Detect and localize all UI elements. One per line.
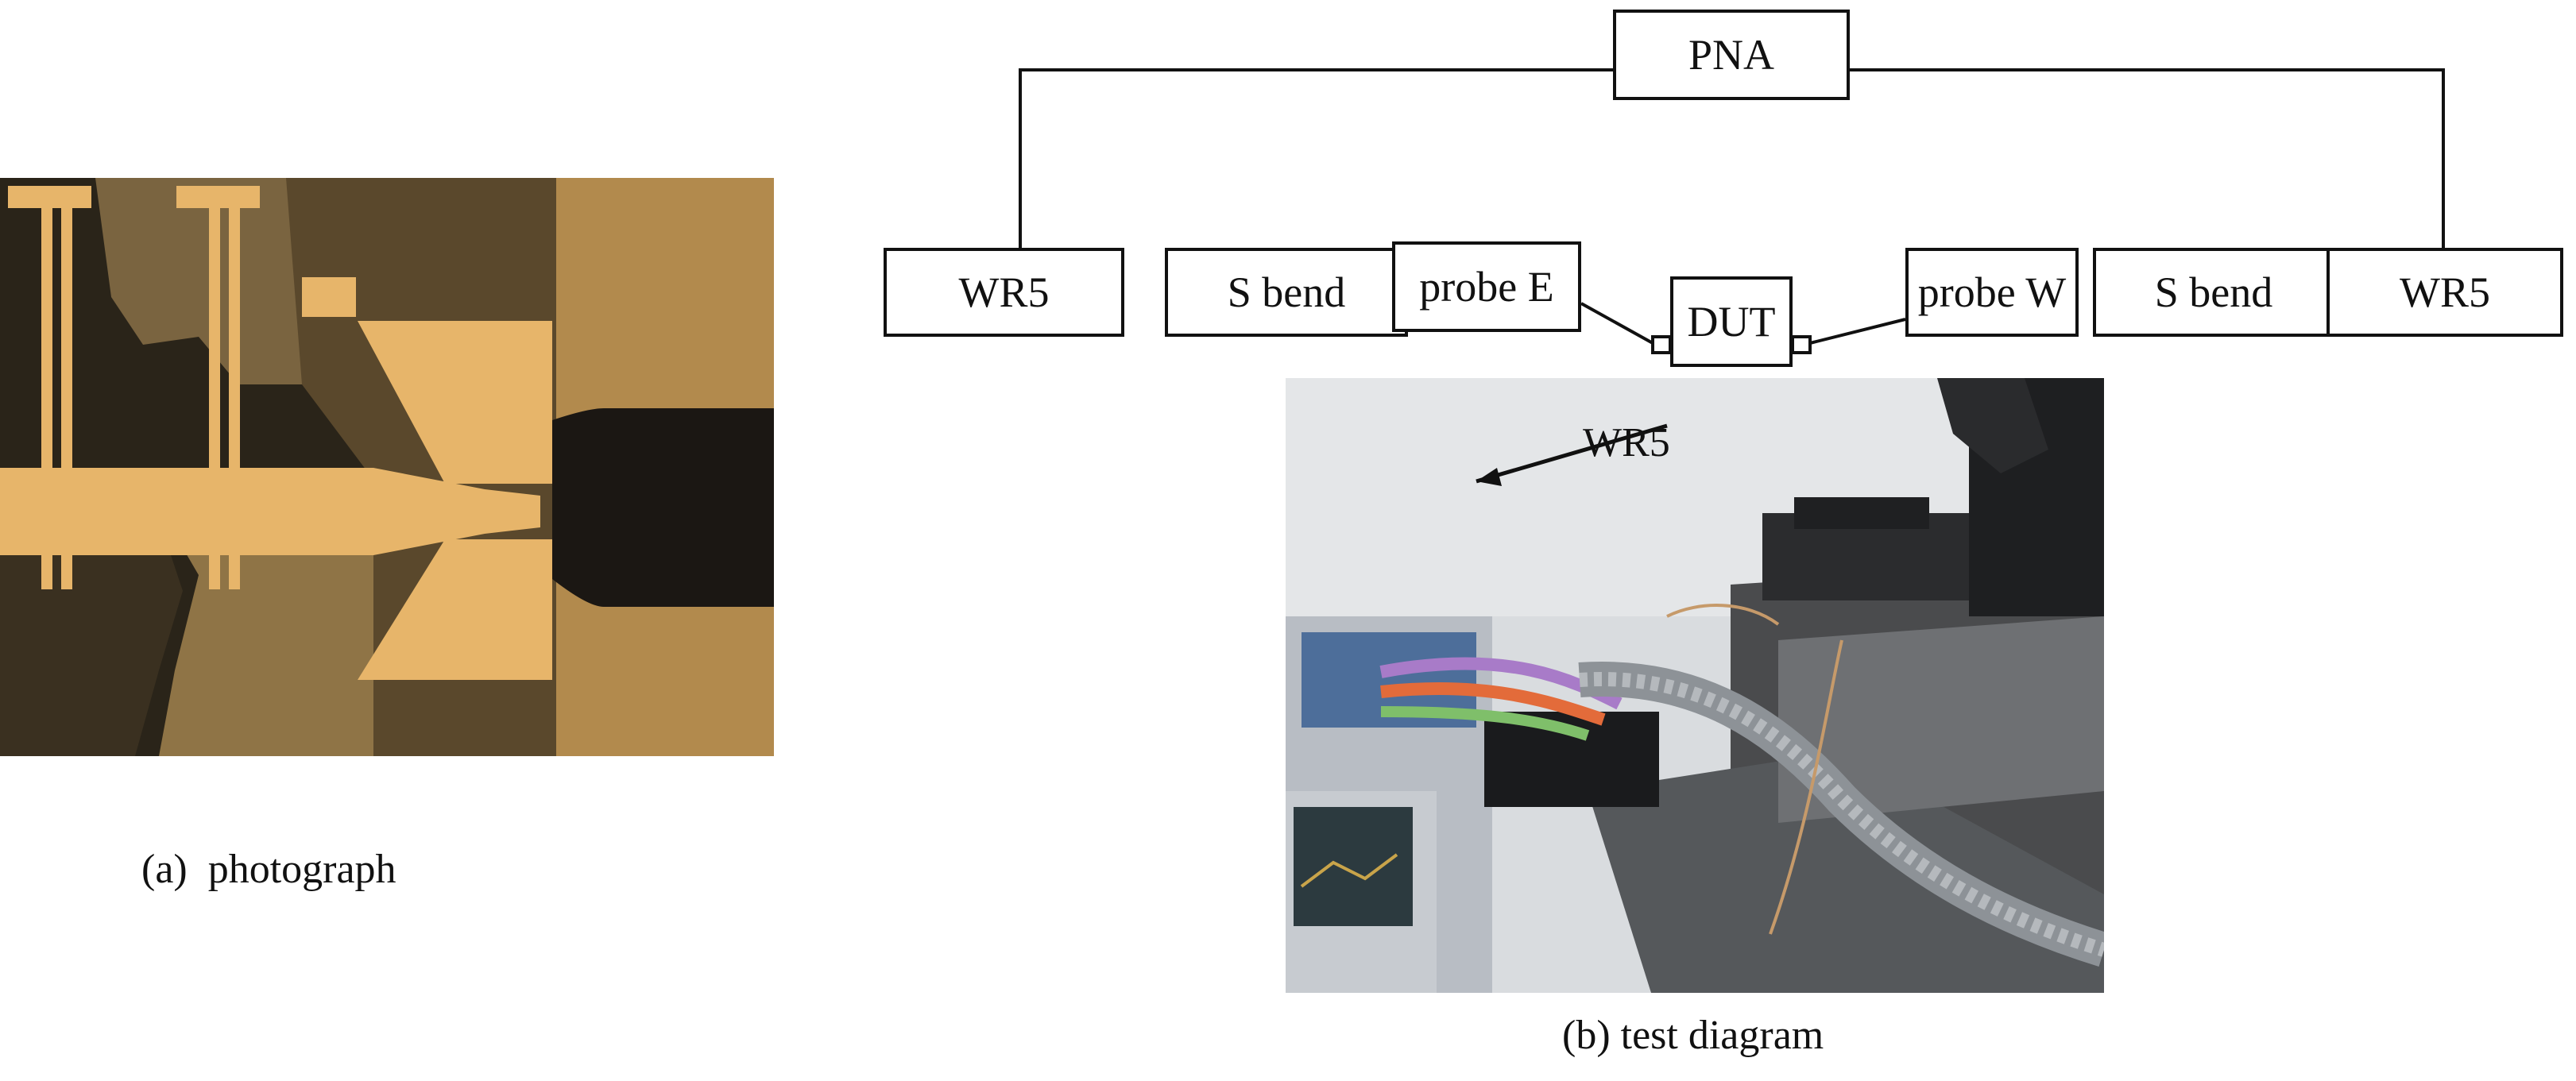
probe-e-box: probe E (1392, 241, 1581, 332)
caption-b: (b) test diagram (1562, 1013, 1824, 1058)
test-bench-drawing (1286, 378, 2104, 993)
dut-right-port (1791, 335, 1812, 354)
probe-e-to-dut-line (1580, 302, 1654, 345)
probe-w-box: probe W (1905, 248, 2079, 337)
left-wr5-box: WR5 (884, 248, 1124, 337)
left-s-bend-box: S bend (1165, 248, 1408, 337)
wr5-photo-annotation: WR5 (1583, 420, 1670, 465)
pna-to-right-wr5-line (1850, 68, 2445, 248)
chip-photograph (0, 178, 774, 756)
right-s-bend-box: S bend (2093, 248, 2334, 337)
dut-box: DUT (1670, 276, 1793, 367)
pna-box: PNA (1613, 10, 1850, 100)
test-bench-photograph (1286, 378, 2104, 993)
chip-photograph-drawing (0, 178, 774, 756)
dut-left-port (1651, 335, 1672, 354)
caption-a: (a) photograph (141, 847, 396, 892)
right-wr5-box: WR5 (2327, 248, 2563, 337)
probe-w-to-dut-line (1809, 318, 1906, 345)
pna-to-left-wr5-line (1019, 68, 1613, 248)
